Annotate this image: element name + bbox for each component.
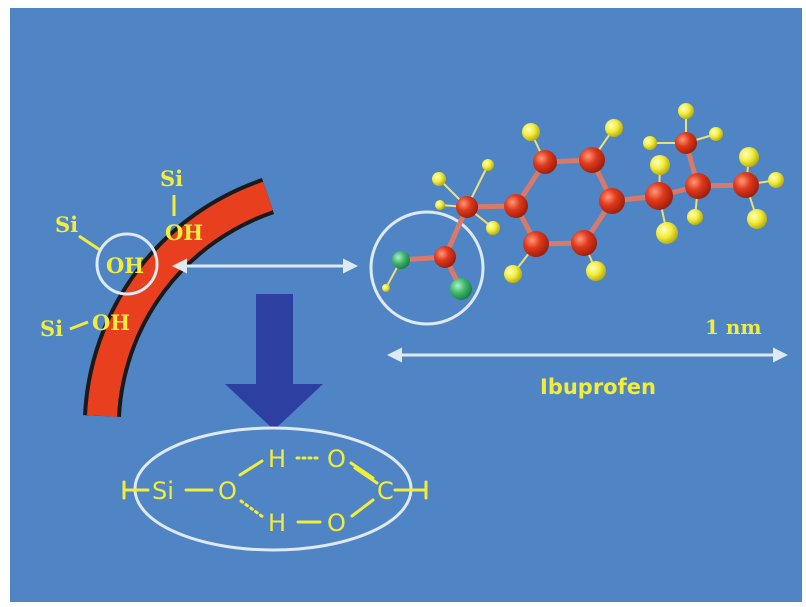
hbond-o-bottom: O: [327, 509, 346, 537]
hbond-o-left: O: [218, 477, 237, 505]
si-label-top: Si: [160, 166, 183, 191]
hbond-si: Si: [152, 477, 174, 505]
molecule-name: Ibuprofen: [540, 375, 656, 399]
oh-label-top: OH: [165, 220, 203, 245]
si-label-bottom: Si: [40, 316, 63, 341]
hydrogen-atoms: [382, 103, 784, 292]
oxygen-atoms: [392, 251, 472, 300]
si-oh-bond-bottom: [69, 320, 89, 331]
silanol-highlight-circle: [95, 232, 159, 296]
hbond-o-top: O: [327, 445, 346, 473]
carboxyl-highlight-circle: [369, 210, 485, 326]
oh-label-mid: OH: [106, 253, 144, 278]
hbond-h-bottom: H: [268, 509, 286, 537]
carbon-atoms: [434, 132, 759, 268]
hbond-c: C: [377, 477, 394, 505]
down-arrow-icon: [225, 294, 323, 430]
si-label-mid: Si: [55, 212, 78, 237]
oh-label-bottom: OH: [92, 310, 130, 335]
scale-label: 1 nm: [705, 315, 762, 339]
hbond-h-top: H: [268, 445, 286, 473]
si-oh-bond-mid: [78, 234, 101, 252]
hbond-diagram-bonds: [122, 456, 428, 524]
